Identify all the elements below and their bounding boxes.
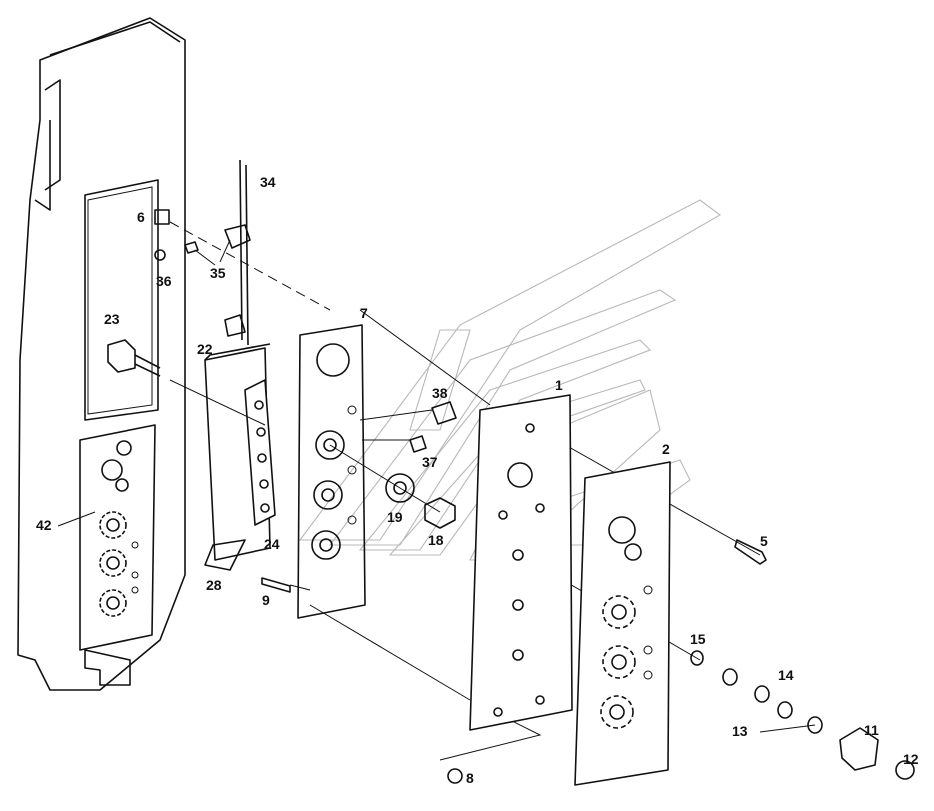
label-19: 19 xyxy=(387,509,403,525)
part-23-connector xyxy=(107,339,161,377)
label-1: 1 xyxy=(555,377,563,393)
part-11-knob xyxy=(839,727,879,771)
part-1-plate xyxy=(469,394,573,731)
label-38: 38 xyxy=(432,385,448,401)
label-15: 15 xyxy=(690,631,706,647)
mounted-control-panel xyxy=(99,440,139,617)
part-12-cap xyxy=(895,760,915,780)
part-8-nut xyxy=(447,768,463,784)
part-38-lamp xyxy=(431,401,457,425)
label-7: 7 xyxy=(360,305,368,321)
part-22-board xyxy=(204,343,276,571)
label-8: 8 xyxy=(466,770,474,786)
label-12: 12 xyxy=(903,751,919,767)
label-13: 13 xyxy=(732,723,748,739)
part-5-screw xyxy=(734,539,767,565)
leader-42 xyxy=(57,511,96,527)
part-13-washer-b xyxy=(807,716,823,734)
label-28: 28 xyxy=(206,577,222,593)
part-19-washer xyxy=(385,473,415,503)
label-36: 36 xyxy=(156,273,172,289)
part-15-washer xyxy=(690,650,704,666)
part-13-washer xyxy=(722,668,738,686)
label-14: 14 xyxy=(778,667,794,683)
label-42: 42 xyxy=(36,517,52,533)
label-35: 35 xyxy=(210,265,226,281)
leader-35 xyxy=(194,239,231,266)
label-24: 24 xyxy=(264,536,280,552)
cabinet-housing xyxy=(17,17,186,691)
part-6-clip xyxy=(154,209,170,225)
label-22: 22 xyxy=(197,341,213,357)
label-11: 11 xyxy=(864,722,879,738)
part-2-faceplate xyxy=(574,461,671,786)
part-9-screw xyxy=(261,577,291,593)
assembly-line-dashed xyxy=(169,221,331,311)
label-37: 37 xyxy=(422,454,438,470)
label-6: 6 xyxy=(137,209,145,225)
part-14-washer-a xyxy=(754,685,770,703)
label-34: 34 xyxy=(260,174,276,190)
label-5: 5 xyxy=(760,533,768,549)
part-labels: 1 2 5 6 7 8 9 11 12 13 14 15 18 19 22 23… xyxy=(36,174,919,786)
part-18-nut xyxy=(424,497,456,529)
label-18: 18 xyxy=(428,532,444,548)
part-14-washer-b xyxy=(777,701,793,719)
part-7-frame xyxy=(297,324,366,619)
label-2: 2 xyxy=(662,441,670,457)
part-36-nut xyxy=(154,249,166,261)
part-34-cable xyxy=(184,159,251,346)
label-9: 9 xyxy=(262,592,270,608)
part-37-lamp xyxy=(409,435,427,453)
label-23: 23 xyxy=(104,311,120,327)
